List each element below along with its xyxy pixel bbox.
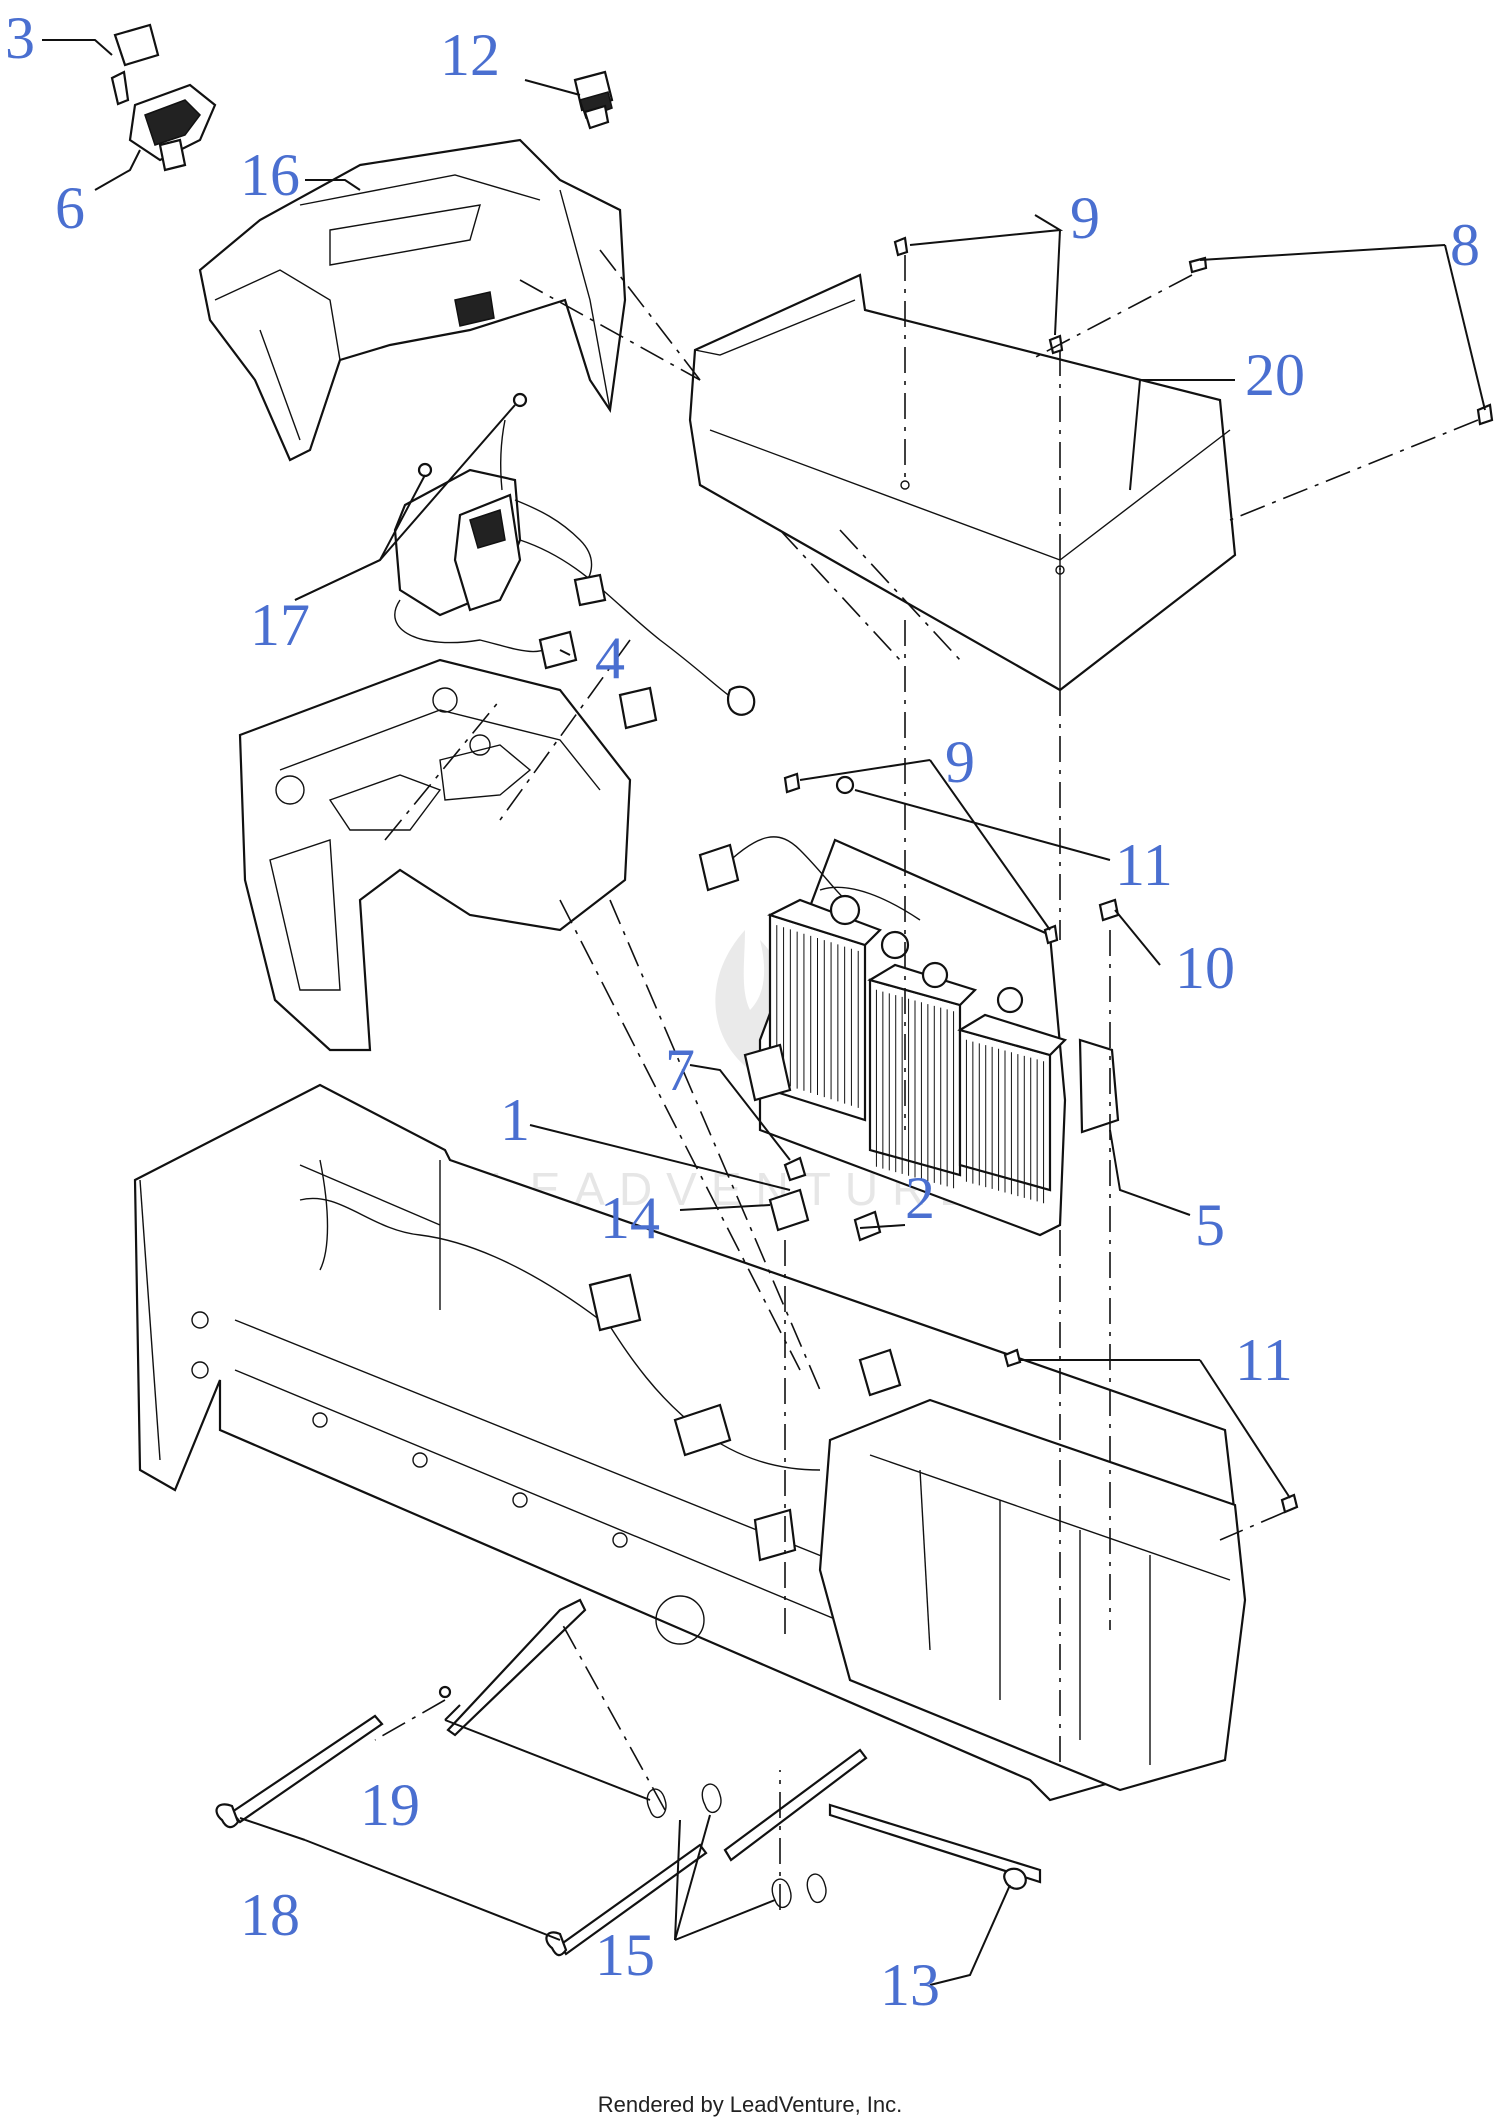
callout-8: 8 [1450, 212, 1480, 278]
controller-cooling-fins [776, 925, 1045, 1204]
callout-11-lower: 11 [1235, 1327, 1293, 1393]
callout-18: 18 [240, 1882, 300, 1948]
callout-19: 19 [360, 1772, 420, 1838]
battery-cover-part [688, 273, 1237, 692]
linkage-rods-part [215, 1598, 1042, 1957]
callout-20: 20 [1245, 342, 1305, 408]
callout-10: 10 [1175, 935, 1235, 1001]
callout-17: 17 [250, 592, 310, 658]
footer-credit: Rendered by LeadVenture, Inc. [597, 2092, 903, 2117]
callout-14: 14 [600, 1185, 660, 1251]
dash-panel-part [198, 138, 627, 462]
battery-pack-part [818, 1398, 1247, 1792]
callout-16: 16 [240, 142, 300, 208]
main-frame-part [133, 1083, 1247, 1802]
seat-frame-part [238, 658, 632, 1052]
frame-holes [191, 1311, 705, 1645]
callout-11-upper: 11 [1115, 832, 1173, 898]
leader-lines [42, 39, 1486, 1986]
callout-9-middle: 9 [945, 729, 975, 795]
key-switch-part [110, 23, 217, 172]
callout-9-top: 9 [1070, 185, 1100, 251]
connector-part-12 [573, 70, 614, 130]
callout-6: 6 [55, 175, 85, 241]
assembly-dash-lines [374, 249, 1479, 1910]
controller-unit-right [957, 1013, 1068, 1192]
callout-labels: 3 12 16 6 9 8 20 17 4 9 11 10 7 1 14 2 5… [5, 5, 1480, 2018]
callout-2: 2 [905, 1165, 935, 1231]
callout-5: 5 [1195, 1192, 1225, 1258]
callout-1: 1 [500, 1087, 530, 1153]
callout-4: 4 [595, 625, 625, 691]
motor-controller-assembly-part [698, 836, 1120, 1237]
callout-13: 13 [880, 1952, 940, 2018]
callout-3: 3 [5, 5, 35, 71]
callout-15: 15 [595, 1922, 655, 1988]
callout-12: 12 [440, 22, 500, 88]
fasteners-hardware [438, 236, 1494, 1909]
callout-7: 7 [665, 1037, 695, 1103]
